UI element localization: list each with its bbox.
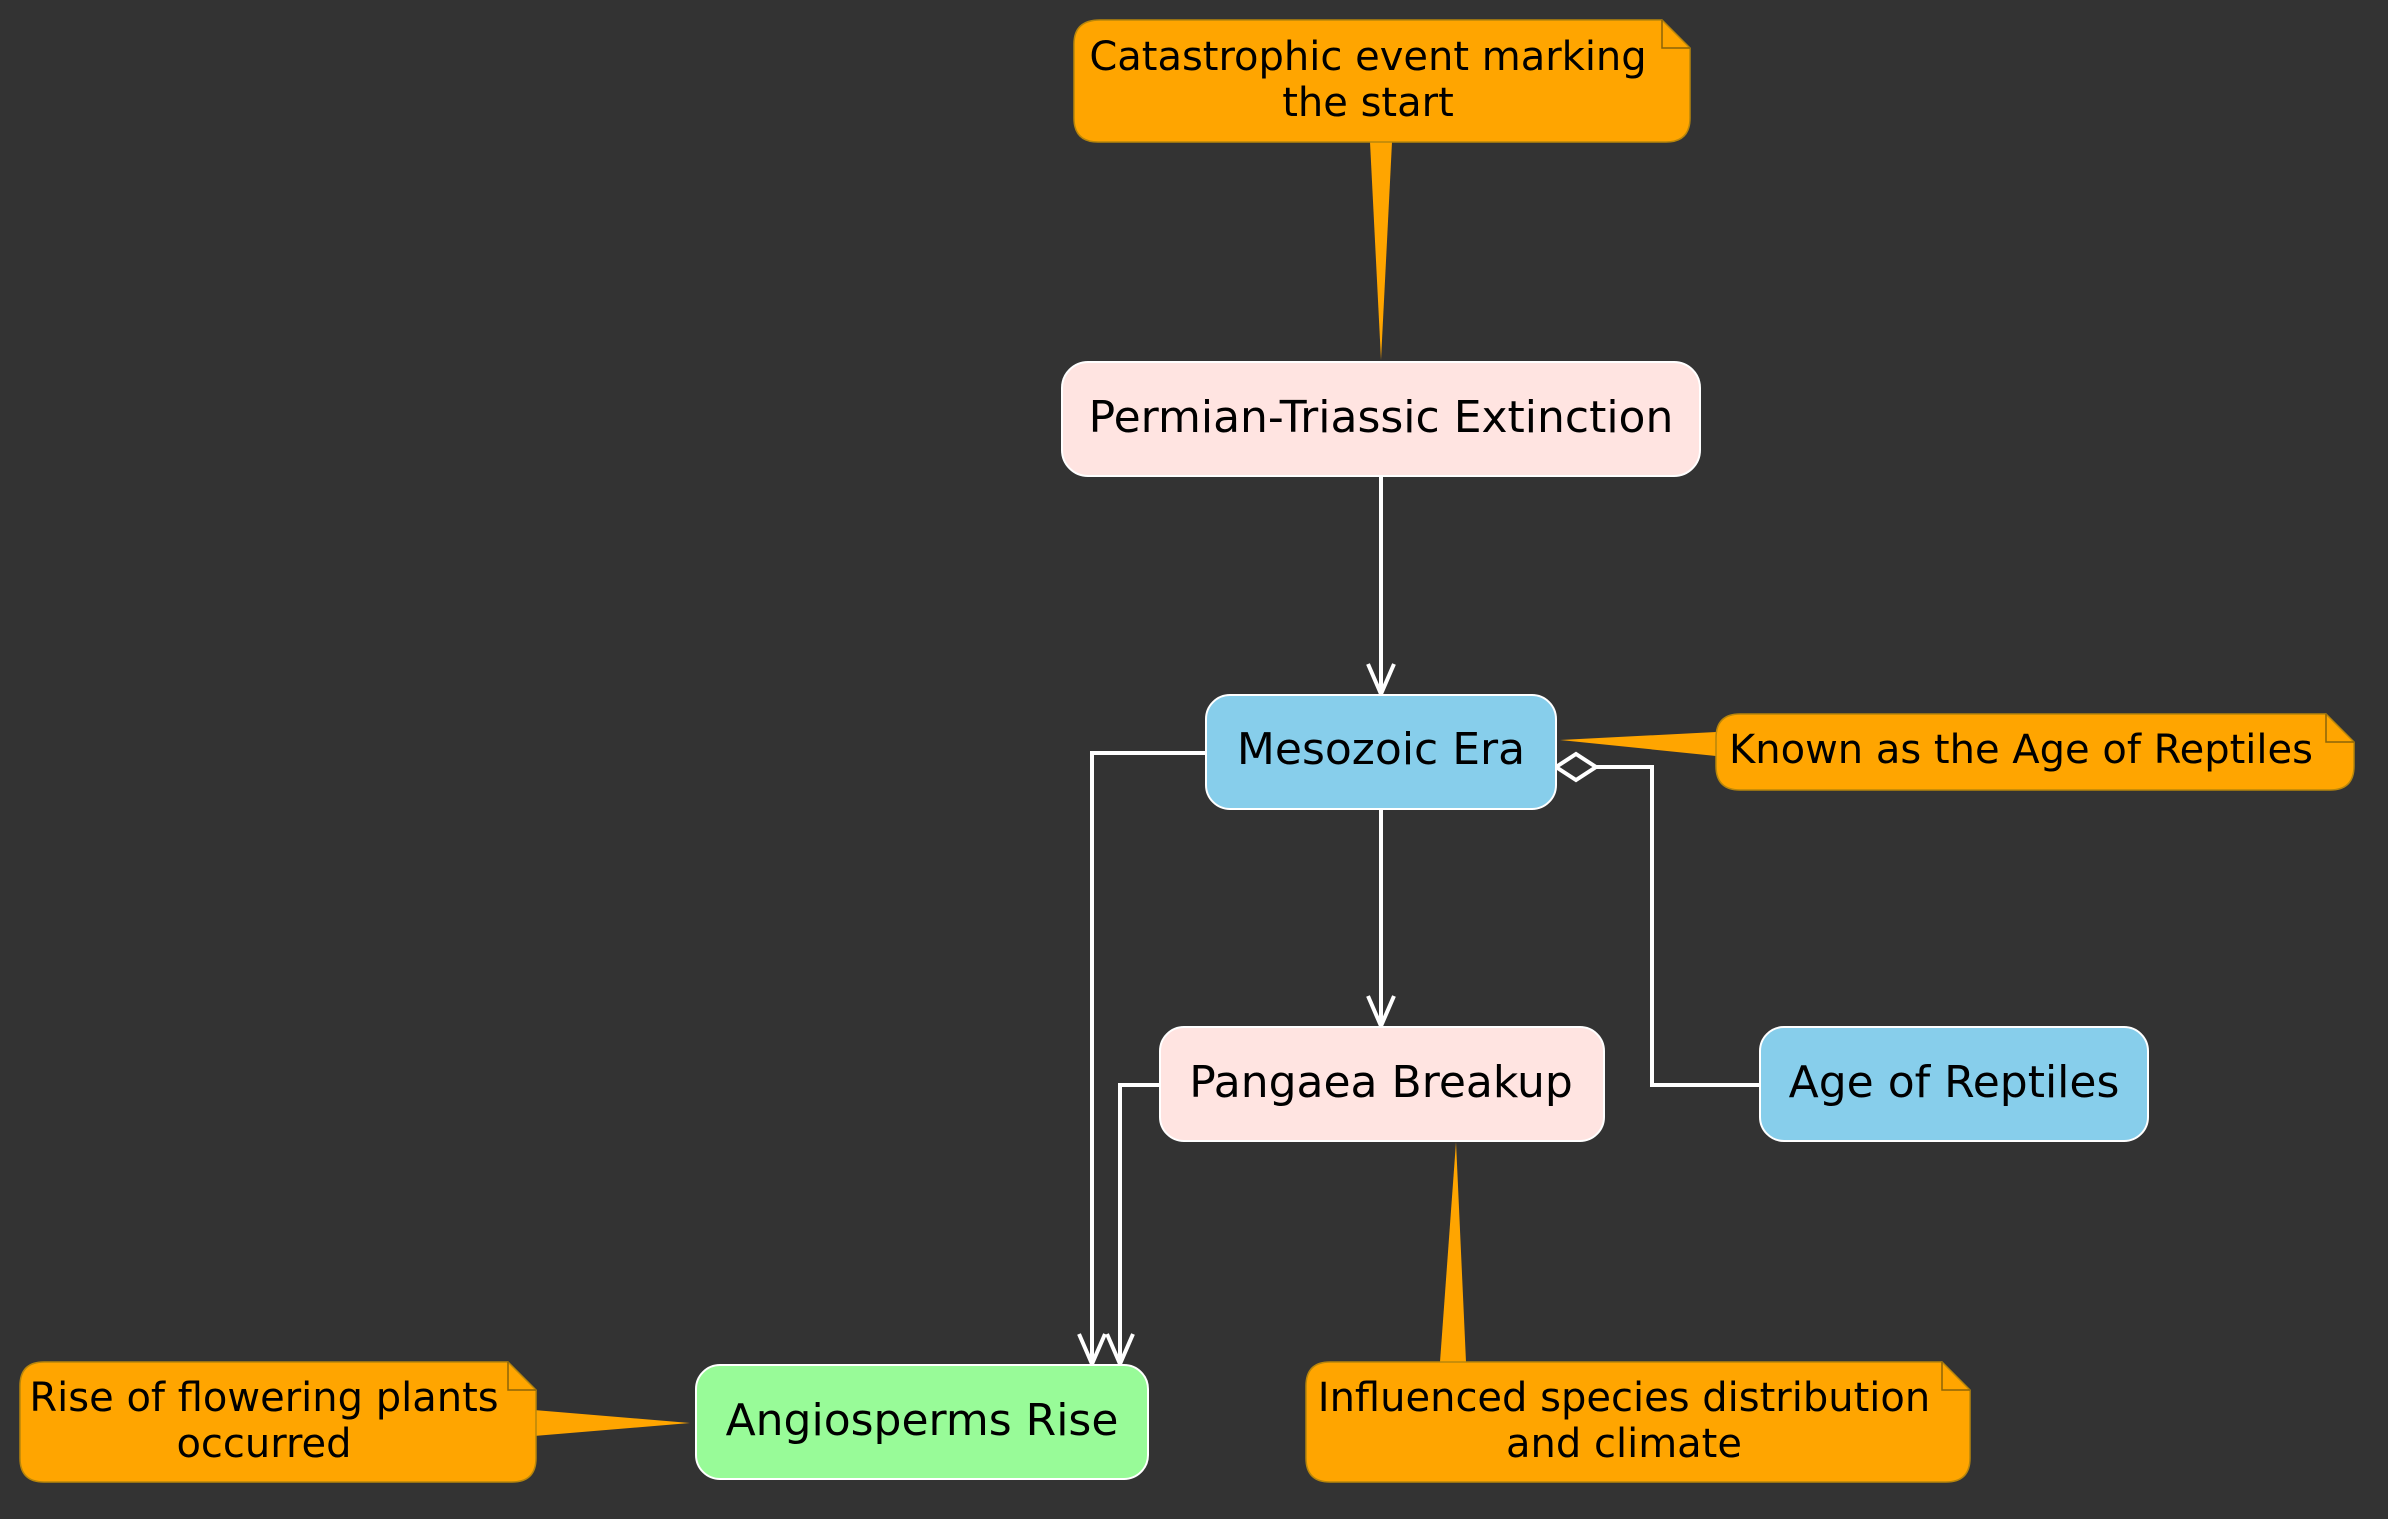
note-angiosperms: Rise of flowering plants occurred: [19, 1361, 537, 1483]
node-angiosperms-label: Angiosperms Rise: [726, 1395, 1119, 1446]
edge-reptiles-to-mesozoic: [1596, 765, 1760, 1087]
pointer-pangaea-note: [1440, 1142, 1466, 1362]
node-extinction-label: Permian-Triassic Extinction: [1089, 392, 1674, 443]
note-angiosperms-line1: Rise of flowering plants: [29, 1375, 498, 1421]
node-angiosperms[interactable]: Angiosperms Rise: [695, 1364, 1149, 1480]
edges: [1077, 476, 1760, 1370]
note-angiosperms-fold: [507, 1362, 536, 1391]
note-extinction: Catastrophic event marking the start: [1073, 19, 1691, 143]
node-mesozoic-label: Mesozoic Era: [1237, 724, 1525, 775]
edge-mesozoic-to-angiosperms: [1090, 751, 1208, 1360]
node-reptiles[interactable]: Age of Reptiles: [1759, 1026, 2149, 1142]
note-pangaea-line1: Influenced species distribution: [1318, 1375, 1930, 1421]
note-extinction-line2: the start: [1282, 80, 1454, 126]
pointer-extinction-note: [1370, 142, 1392, 360]
node-mesozoic[interactable]: Mesozoic Era: [1205, 694, 1557, 810]
note-pangaea-fold: [1941, 1362, 1970, 1391]
note-extinction-fold: [1661, 20, 1690, 49]
note-pangaea-line2: and climate: [1506, 1421, 1742, 1467]
note-angiosperms-line2: occurred: [176, 1421, 351, 1467]
note-mesozoic-text: Known as the Age of Reptiles: [1729, 727, 2313, 773]
node-pangaea-label: Pangaea Breakup: [1189, 1057, 1573, 1108]
pointer-angiosperms-note: [534, 1410, 690, 1436]
note-pointers: [534, 142, 1716, 1436]
node-reptiles-label: Age of Reptiles: [1789, 1057, 2120, 1108]
diamond-aggregation: [1552, 751, 1600, 783]
note-extinction-line1: Catastrophic event marking: [1089, 34, 1646, 80]
note-mesozoic-fold: [2325, 714, 2354, 743]
node-extinction[interactable]: Permian-Triassic Extinction: [1061, 361, 1701, 477]
note-mesozoic: Known as the Age of Reptiles: [1715, 713, 2355, 791]
edge-pangaea-to-angiosperms: [1118, 1083, 1160, 1360]
note-pangaea: Influenced species distribution and clim…: [1305, 1361, 1971, 1483]
node-pangaea[interactable]: Pangaea Breakup: [1159, 1026, 1605, 1142]
pointer-mesozoic-note: [1560, 732, 1716, 756]
